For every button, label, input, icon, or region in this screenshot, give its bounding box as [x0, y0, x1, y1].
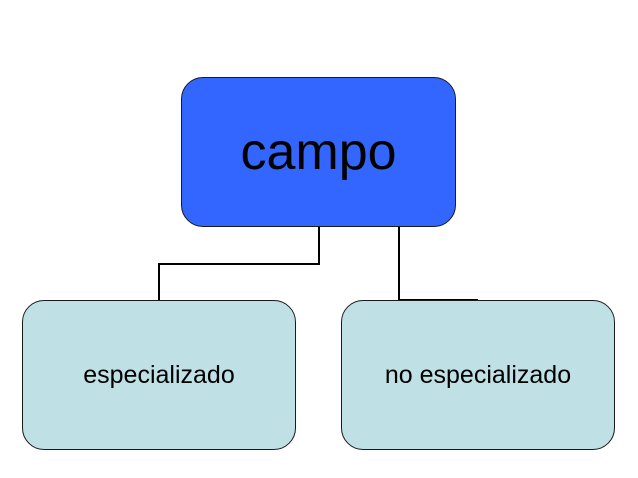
- node-no-especializado-label: no especializado: [384, 360, 572, 389]
- connector-root-to-especializado: [158, 227, 320, 300]
- node-campo-label: campo: [240, 123, 397, 181]
- node-especializado-label: especializado: [83, 360, 235, 389]
- node-especializado: especializado: [22, 300, 296, 450]
- connector-root-to-no-especializado: [398, 227, 478, 301]
- node-campo: campo: [181, 77, 456, 227]
- node-no-especializado: no especializado: [341, 300, 615, 450]
